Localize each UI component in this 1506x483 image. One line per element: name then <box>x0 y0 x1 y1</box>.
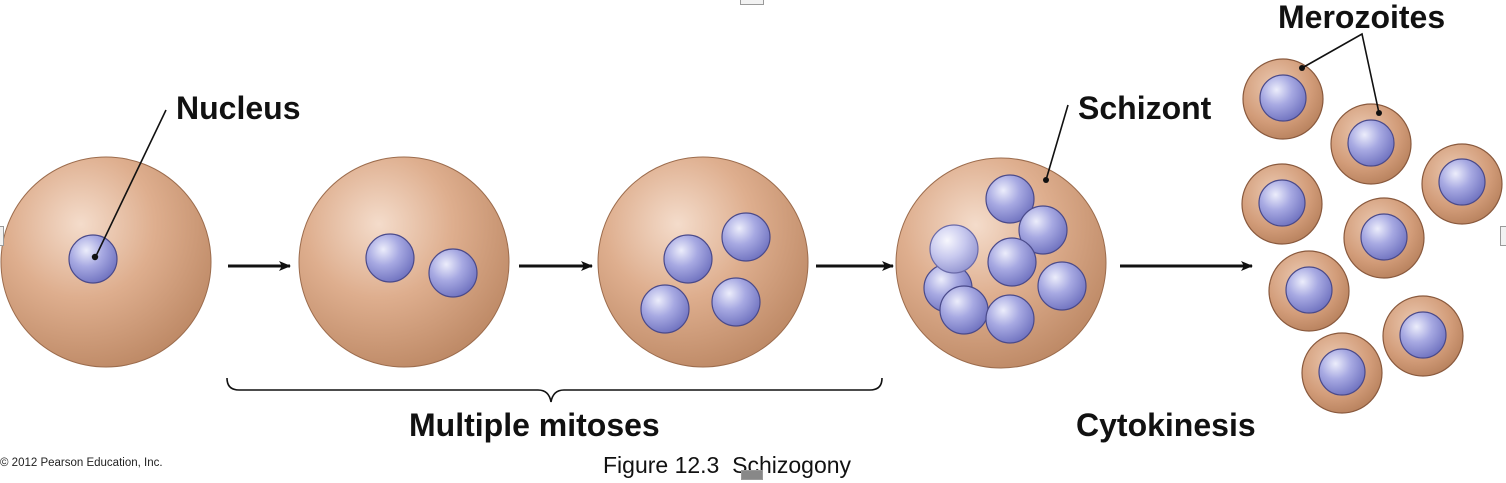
label-schizont: Schizont <box>1078 90 1212 126</box>
label-merozoites: Merozoites <box>1278 0 1445 35</box>
nucleus <box>987 237 1037 287</box>
cell-uninucleate <box>0 156 212 368</box>
cell-tetranucleate <box>597 156 809 368</box>
nucleus <box>1037 261 1087 311</box>
nucleus <box>428 248 478 298</box>
nucleus <box>663 234 713 284</box>
nucleus <box>640 284 690 334</box>
schizont-leader-line <box>1045 104 1069 181</box>
resize-handle-bottom[interactable] <box>741 470 763 480</box>
merozoite <box>1241 163 1323 245</box>
cell-binucleate <box>298 156 510 368</box>
merozoite <box>1382 295 1464 377</box>
cell-schizont <box>895 157 1107 369</box>
label-nucleus: Nucleus <box>176 90 300 126</box>
nucleus-leader-line <box>95 109 167 257</box>
merozoite <box>1343 197 1425 279</box>
resize-handle-left[interactable] <box>0 226 4 246</box>
brace-icon <box>226 377 883 403</box>
merozoite <box>1301 332 1383 414</box>
nucleus <box>365 233 415 283</box>
nucleus <box>929 224 979 274</box>
nucleus <box>721 212 771 262</box>
label-cytokinesis: Cytokinesis <box>1076 407 1256 443</box>
merozoite <box>1242 58 1324 140</box>
merozoites-leader-line <box>1301 32 1380 114</box>
resize-handle-right[interactable] <box>1500 226 1506 246</box>
merozoite-cluster <box>1241 58 1503 414</box>
copyright-text: © 2012 Pearson Education, Inc. <box>0 457 163 469</box>
nucleus <box>1018 205 1068 255</box>
nucleus <box>711 277 761 327</box>
merozoite <box>1421 143 1503 225</box>
label-multiple-mitoses: Multiple mitoses <box>409 407 660 443</box>
nucleus <box>985 174 1035 224</box>
merozoite <box>1330 103 1412 185</box>
nucleus <box>985 294 1035 344</box>
resize-handle-top[interactable] <box>740 0 764 5</box>
figure-caption: Figure 12.3 Schizogony <box>603 452 852 478</box>
nucleus <box>939 285 989 335</box>
merozoite <box>1268 250 1350 332</box>
